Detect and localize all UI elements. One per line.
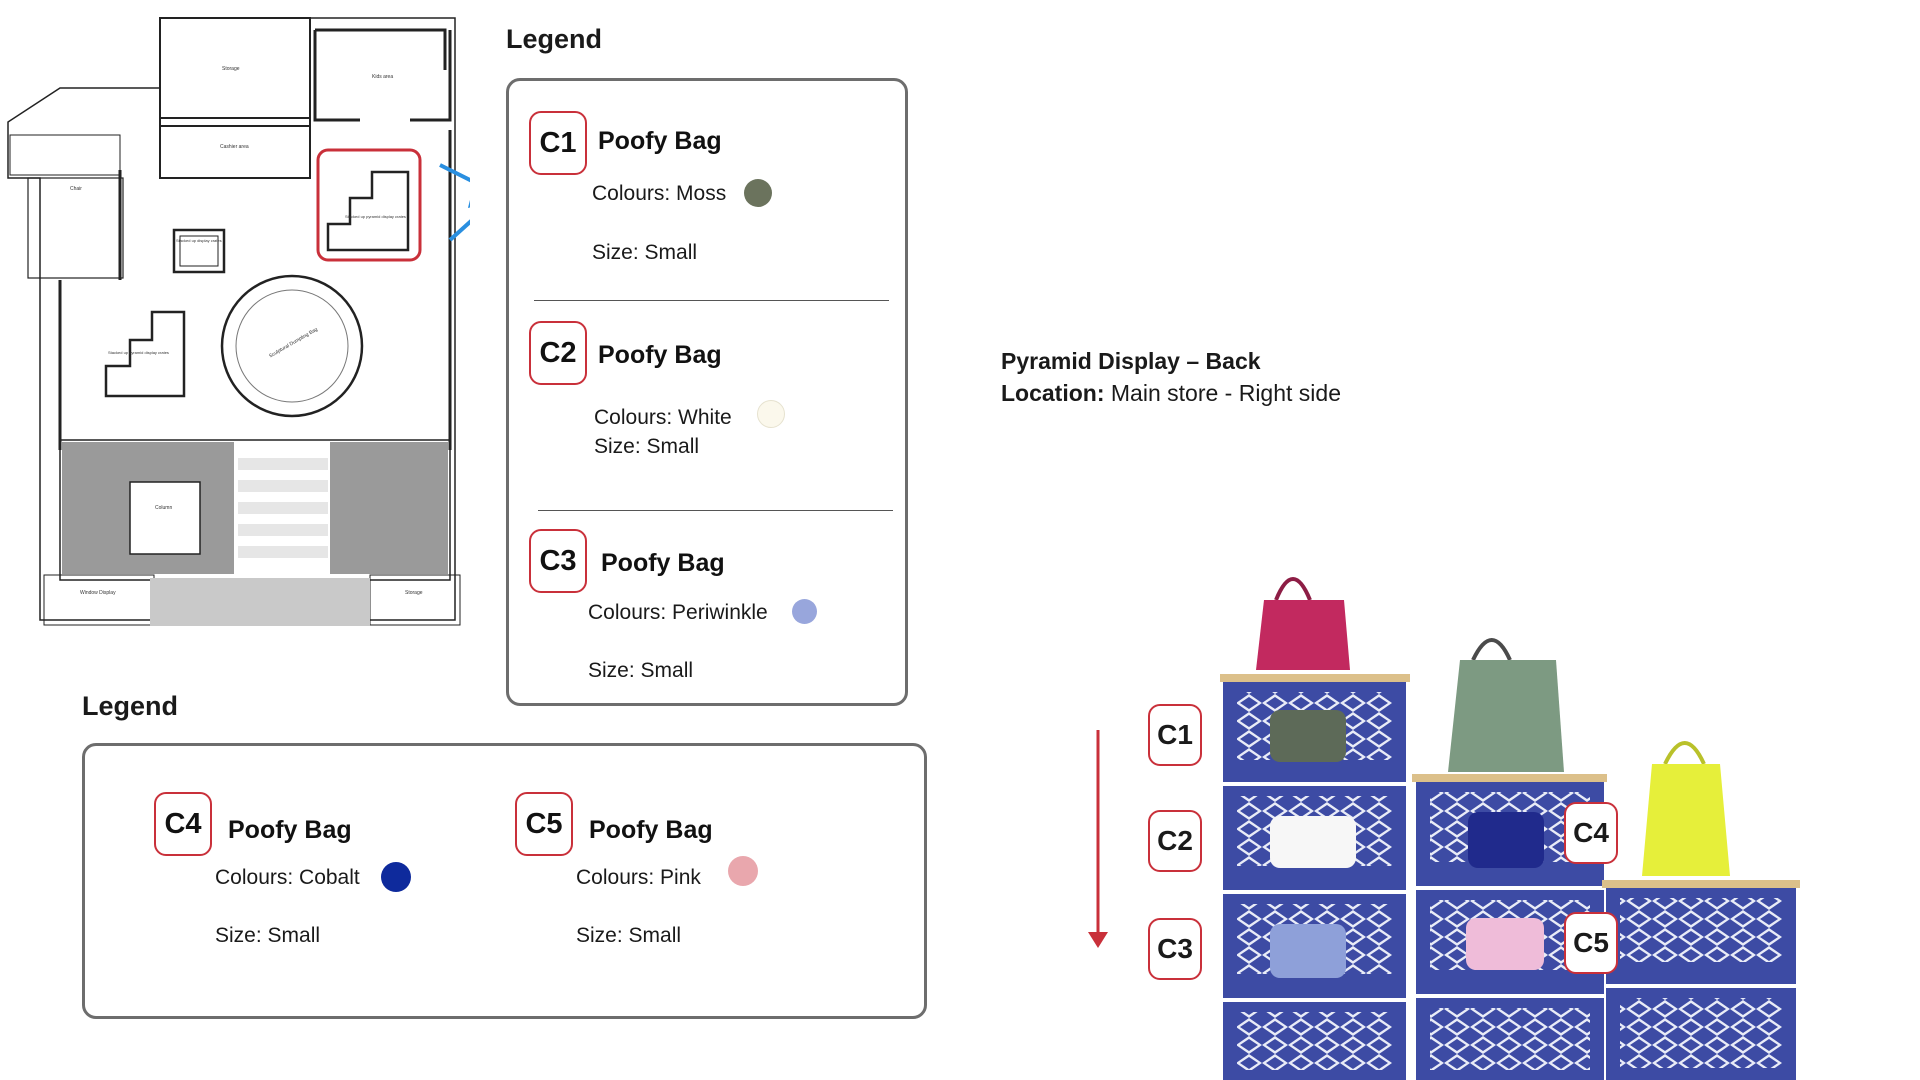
poofy-bag-pink bbox=[1466, 918, 1544, 970]
code-badge: C2 bbox=[529, 321, 587, 385]
swatch-pink bbox=[728, 856, 758, 886]
swatch-moss bbox=[744, 179, 772, 207]
tote-bag-magenta bbox=[1256, 577, 1350, 670]
legend-entry-c4: C4 Poofy Bag Colours: Cobalt Size: Small bbox=[85, 746, 485, 1016]
legend-top-box: C1 Poofy Bag Colours: Moss Size: Small C… bbox=[506, 78, 908, 706]
plan-label-chair: Chair bbox=[70, 186, 82, 192]
colour-text: Colours: Moss bbox=[592, 182, 727, 205]
code-badge: C3 bbox=[529, 529, 587, 593]
legend-bottom-box: C4 Poofy Bag Colours: Cobalt Size: Small… bbox=[82, 743, 927, 1019]
legend-entry-c3: C3 Poofy Bag Colours: Periwinkle Size: S… bbox=[509, 511, 905, 701]
legend-divider bbox=[538, 510, 893, 511]
scene-label-c3: C3 bbox=[1148, 918, 1202, 980]
legend-entry-c5: C5 Poofy Bag Colours: Pink Size: Small bbox=[445, 746, 865, 1016]
plan-label-column: Column bbox=[155, 505, 173, 511]
product-name: Poofy Bag bbox=[598, 341, 722, 369]
legend-entry-c1: C1 Poofy Bag Colours: Moss Size: Small bbox=[509, 81, 905, 291]
poofy-bag-moss bbox=[1270, 710, 1346, 762]
legend-bottom-title: Legend bbox=[82, 691, 179, 721]
crate-right-2 bbox=[1606, 988, 1796, 1080]
swatch-white bbox=[757, 400, 785, 428]
product-name: Poofy Bag bbox=[601, 549, 725, 577]
poofy-bag-periwinkle bbox=[1270, 924, 1346, 978]
code-badge: C4 bbox=[154, 792, 212, 856]
product-name: Poofy Bag bbox=[589, 816, 713, 844]
colour-text: Colours: Periwinkle bbox=[588, 601, 768, 624]
size-text: Size: Small bbox=[592, 241, 698, 264]
swatch-cobalt bbox=[381, 862, 411, 892]
product-name: Poofy Bag bbox=[228, 816, 352, 844]
size-text: Size: Small bbox=[594, 435, 700, 458]
poofy-bag-white bbox=[1270, 816, 1356, 868]
crate-column-3 bbox=[1602, 880, 1800, 1080]
size-text: Size: Small bbox=[215, 924, 321, 947]
plan-label-kids: Kids area bbox=[372, 74, 394, 80]
plan-label-stacked-left: Stacked up pyramid display crates bbox=[108, 350, 169, 355]
colour-text: Colours: Cobalt bbox=[215, 866, 360, 889]
crate-right-1 bbox=[1606, 888, 1796, 984]
floor-plan bbox=[7, 17, 470, 626]
legend-top-title: Legend bbox=[506, 24, 603, 54]
scene-label-c4: C4 bbox=[1564, 802, 1618, 864]
code-badge: C5 bbox=[515, 792, 573, 856]
plan-label-storage: Storage bbox=[222, 66, 240, 72]
plan-label-storage-bottom: Storage bbox=[405, 590, 423, 596]
display-location: Location: Main store - Right side bbox=[1001, 380, 1341, 407]
display-title: Pyramid Display – Back bbox=[1001, 348, 1261, 374]
scene-label-c5: C5 bbox=[1564, 912, 1618, 974]
legend-divider bbox=[534, 300, 889, 301]
plan-label-stacked-small: Stacked up display crates bbox=[176, 238, 222, 243]
legend-entry-c2: C2 Poofy Bag Colours: White Size: Small bbox=[509, 301, 905, 501]
size-text: Size: Small bbox=[576, 924, 682, 947]
plan-label-cashier: Cashier area bbox=[220, 144, 249, 150]
display-info: Pyramid Display – Back Location: Main st… bbox=[1001, 348, 1341, 407]
colour-text: Colours: White bbox=[594, 406, 732, 429]
size-text: Size: Small bbox=[588, 659, 694, 682]
location-label: Location: bbox=[1001, 380, 1105, 406]
location-value: Main store - Right side bbox=[1104, 380, 1341, 406]
scene-label-c2: C2 bbox=[1148, 810, 1202, 872]
code-badge: C1 bbox=[529, 111, 587, 175]
plan-label-stacked-right: Stacked up pyramid display crates bbox=[345, 214, 406, 219]
tote-bag-sage bbox=[1448, 638, 1564, 772]
scene-label-c1: C1 bbox=[1148, 704, 1202, 766]
swatch-periwinkle bbox=[792, 599, 817, 624]
arrow-head bbox=[1088, 932, 1108, 948]
product-name: Poofy Bag bbox=[598, 127, 722, 155]
poofy-bag-cobalt bbox=[1468, 812, 1544, 868]
tote-bag-lime bbox=[1642, 741, 1730, 876]
colour-text: Colours: Pink bbox=[576, 866, 701, 889]
plan-label-window-display: Window Display bbox=[80, 590, 116, 596]
crate-bottom-2 bbox=[1416, 998, 1604, 1080]
crate-bottom-1 bbox=[1223, 1002, 1406, 1080]
